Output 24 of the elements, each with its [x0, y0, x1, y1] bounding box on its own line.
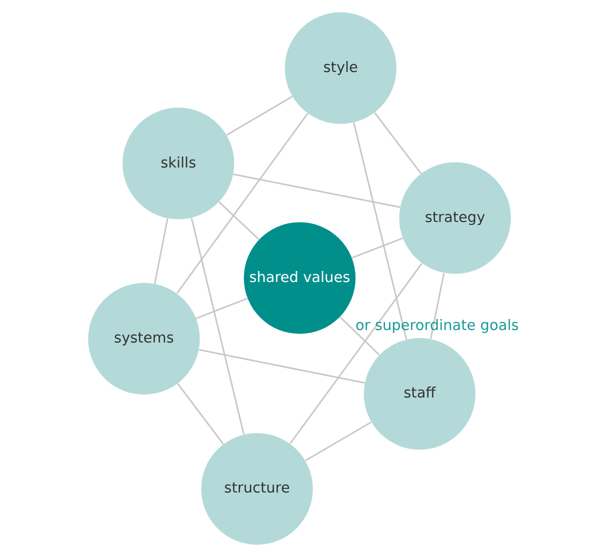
node-circle: shared values [244, 222, 356, 334]
connector [233, 174, 400, 208]
connector [226, 96, 293, 136]
connector [176, 382, 224, 445]
connector [290, 262, 422, 444]
node-label: or superordinate goals [356, 318, 519, 334]
connector [339, 316, 380, 356]
node-circle: systems [88, 282, 200, 395]
connector [190, 218, 245, 435]
connector [218, 201, 260, 240]
node-circle: structure [201, 433, 313, 545]
node-circle: style [284, 12, 396, 124]
connector [353, 122, 408, 340]
connector [352, 237, 404, 259]
connector [198, 349, 365, 384]
connector [374, 112, 422, 174]
node-circle: strategy [399, 162, 511, 274]
connector [430, 273, 445, 340]
node-circle: staff [364, 338, 476, 450]
connector [196, 298, 248, 320]
connector [305, 421, 372, 462]
node-circle: skills [122, 108, 234, 220]
connector [154, 218, 168, 284]
connector [176, 112, 308, 294]
